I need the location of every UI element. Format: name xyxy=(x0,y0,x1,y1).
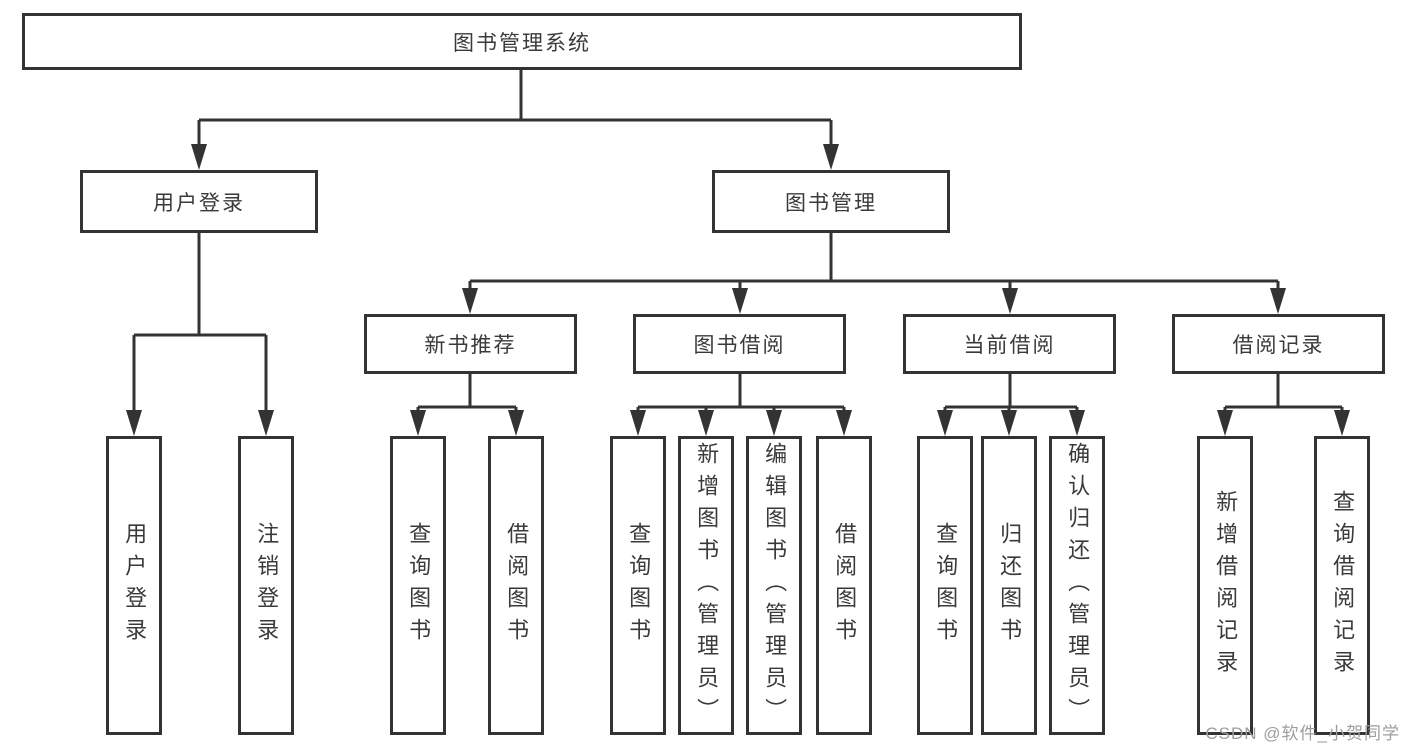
tree-edges xyxy=(132,70,1344,412)
node-new-book-recommend-label: 新书推荐 xyxy=(424,334,517,357)
node-user-login-label: 用户登录 xyxy=(153,191,245,215)
node-borrowing-records: 借阅记录 xyxy=(1172,314,1385,374)
node-user-login: 用户登录 xyxy=(80,170,318,233)
node-current-borrowing: 当前借阅 xyxy=(903,314,1116,374)
leaf-logout-label: 注销登录 xyxy=(254,521,280,650)
node-library-system: 图书管理系统 xyxy=(22,13,1022,70)
leaf-recommend-query-books-label: 查询图书 xyxy=(406,521,432,650)
node-book-borrowing: 图书借阅 xyxy=(633,314,846,374)
leaf-current-confirm-return-admin-label: 确认归还（管理员） xyxy=(1065,441,1091,730)
leaf-borrow-borrow-books: 借阅图书 xyxy=(816,436,872,735)
leaf-recommend-borrow-books: 借阅图书 xyxy=(488,436,544,735)
leaf-current-return-books: 归还图书 xyxy=(981,436,1037,735)
leaf-borrow-edit-books-admin-label: 编辑图书（管理员） xyxy=(762,441,788,730)
leaf-logout: 注销登录 xyxy=(238,436,294,735)
leaf-user-login: 用户登录 xyxy=(106,436,162,735)
csdn-watermark: CSDN @软件_小贺同学 xyxy=(1205,724,1400,743)
arrow-heads xyxy=(126,144,1350,436)
node-book-borrowing-label: 图书借阅 xyxy=(693,334,786,357)
node-book-management: 图书管理 xyxy=(712,170,950,233)
leaf-borrow-edit-books-admin: 编辑图书（管理员） xyxy=(746,436,802,735)
node-new-book-recommend: 新书推荐 xyxy=(364,314,577,374)
leaf-records-query-record: 查询借阅记录 xyxy=(1314,436,1370,735)
leaf-records-add-record: 新增借阅记录 xyxy=(1197,436,1253,735)
leaf-recommend-query-books: 查询图书 xyxy=(390,436,446,735)
node-library-system-label: 图书管理系统 xyxy=(453,31,591,55)
node-current-borrowing-label: 当前借阅 xyxy=(963,334,1056,357)
leaf-recommend-borrow-books-label: 借阅图书 xyxy=(504,521,530,650)
node-borrowing-records-label: 借阅记录 xyxy=(1232,334,1325,357)
leaf-borrow-add-books-admin: 新增图书（管理员） xyxy=(678,436,734,735)
leaf-borrow-borrow-books-label: 借阅图书 xyxy=(832,521,858,650)
leaf-current-return-books-label: 归还图书 xyxy=(997,521,1023,650)
leaf-current-confirm-return-admin: 确认归还（管理员） xyxy=(1049,436,1105,735)
leaf-borrow-query-books-label: 查询图书 xyxy=(626,521,652,650)
leaf-borrow-query-books: 查询图书 xyxy=(610,436,666,735)
leaf-current-query-books-label: 查询图书 xyxy=(933,521,959,650)
leaf-current-query-books: 查询图书 xyxy=(917,436,973,735)
leaf-records-query-record-label: 查询借阅记录 xyxy=(1330,489,1356,682)
leaf-user-login-label: 用户登录 xyxy=(122,521,148,650)
leaf-borrow-add-books-admin-label: 新增图书（管理员） xyxy=(694,441,720,730)
node-book-management-label: 图书管理 xyxy=(785,191,877,215)
leaf-records-add-record-label: 新增借阅记录 xyxy=(1213,489,1239,682)
